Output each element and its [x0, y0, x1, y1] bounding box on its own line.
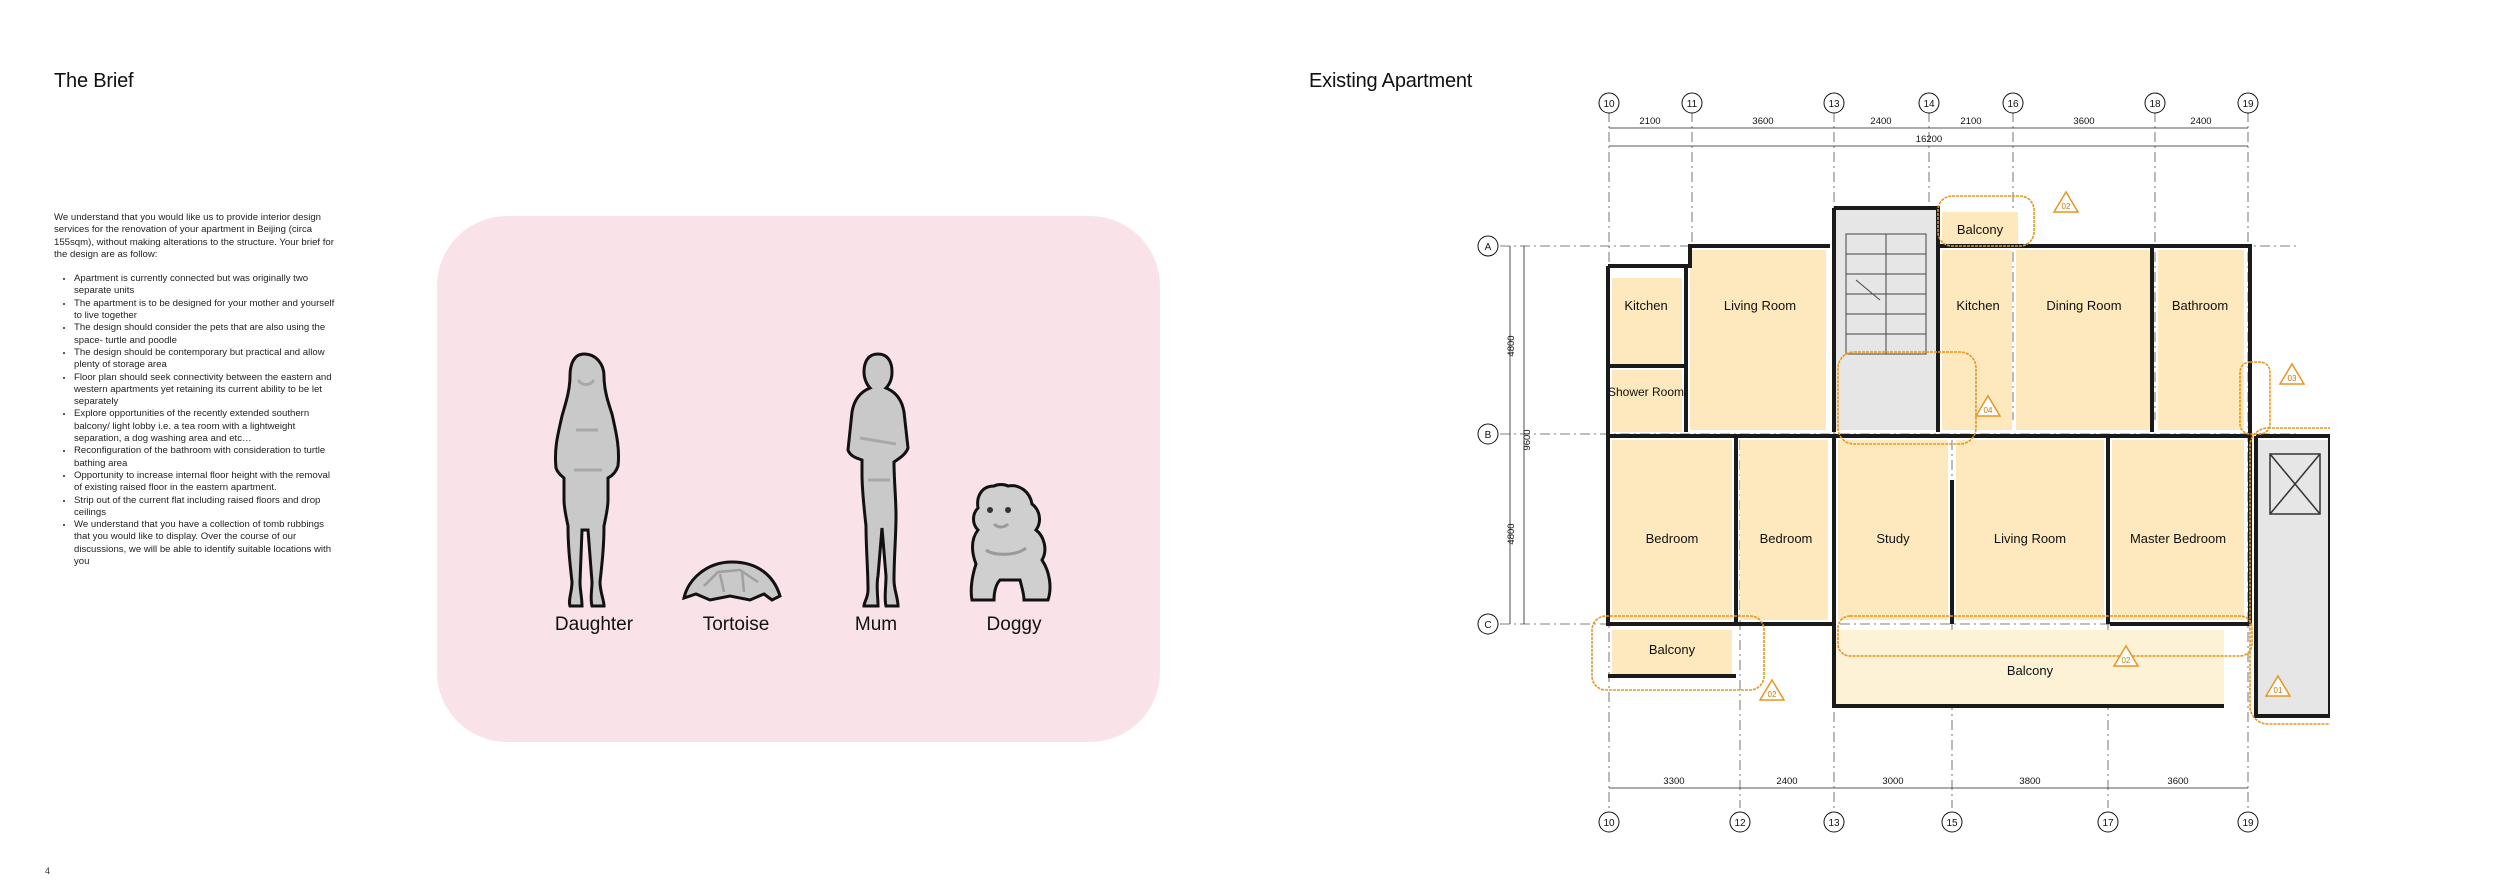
dimension-label: 3800 — [2019, 776, 2040, 787]
room-label: Bedroom — [1646, 531, 1699, 546]
dimension-label: 3300 — [1663, 776, 1684, 787]
brief-bullet: The apartment is to be designed for your… — [74, 298, 339, 323]
dimension-label: 3600 — [2073, 116, 2094, 127]
dimension-label: 3600 — [1752, 116, 1773, 127]
grid-bubble-label: 18 — [2149, 99, 2161, 110]
daughter-label: Daughter — [554, 614, 634, 635]
dimension-label: 2100 — [1960, 116, 1981, 127]
doggy-figure — [969, 483, 1052, 602]
tag-label: 02 — [2122, 656, 2131, 665]
brief-bullet: Apartment is currently connected but was… — [74, 273, 339, 298]
brief-title: The Brief — [54, 70, 134, 92]
existing-apartment-title: Existing Apartment — [1309, 70, 1473, 92]
tortoise-figure — [681, 560, 782, 602]
page-number: 4 — [45, 866, 51, 876]
dimension-label: 2100 — [1639, 116, 1660, 127]
brief-body: We understand that you would like us to … — [54, 212, 339, 568]
brief-bullet: Strip out of the current flat including … — [74, 495, 339, 520]
grid-bubble-label: 15 — [1946, 818, 1958, 829]
grid-bubble-label: 19 — [2242, 818, 2254, 829]
brief-bullet: Floor plan should seek connectivity betw… — [74, 372, 339, 409]
tag-label: 02 — [1768, 690, 1777, 699]
grid-bubble-label: 13 — [1828, 818, 1840, 829]
brief-bullet: The design should consider the pets that… — [74, 322, 339, 347]
grid-bubble-label: 10 — [1603, 99, 1615, 110]
grid-bubble-label: 17 — [2102, 818, 2114, 829]
grid-bubble-label: 10 — [1603, 818, 1615, 829]
occupants-panel — [437, 216, 1160, 742]
room-label: Study — [1876, 531, 1910, 546]
grid-bubble-label: 14 — [1923, 99, 1935, 110]
tag-label: 01 — [2274, 686, 2283, 695]
dimension-label: 2400 — [2190, 116, 2211, 127]
mum-figure — [846, 352, 910, 608]
tag-label: 02 — [2062, 202, 2071, 211]
dimension-label: 2400 — [1870, 116, 1891, 127]
grid-bubble-label: A — [1485, 242, 1492, 253]
brief-bullet: Reconfiguration of the bathroom with con… — [74, 445, 339, 470]
grid-bubble-label: 12 — [1734, 818, 1746, 829]
brief-intro: We understand that you would like us to … — [54, 212, 334, 260]
grid-bubble-label: 19 — [2242, 99, 2254, 110]
room-label: Balcony — [1957, 222, 2004, 237]
brief-bullet: Explore opportunities of the recently ex… — [74, 408, 339, 445]
room-label: Balcony — [2007, 663, 2054, 678]
room-label: Kitchen — [1956, 298, 1999, 313]
doggy-label: Doggy — [986, 614, 1042, 635]
room-label: Master Bedroom — [2130, 531, 2226, 546]
brief-bullet: We understand that you have a collection… — [74, 519, 339, 568]
tag-label: 04 — [1984, 406, 1993, 415]
mum-label: Mum — [854, 614, 898, 635]
grid-bubble-label: 16 — [2007, 99, 2019, 110]
brief-bullet: The design should be contemporary but pr… — [74, 347, 339, 372]
tortoise-label: Tortoise — [702, 614, 770, 635]
room-label: Living Room — [1724, 298, 1796, 313]
tag-label: 03 — [2288, 374, 2297, 383]
room-label: Bedroom — [1760, 531, 1813, 546]
room-label: Kitchen — [1624, 298, 1667, 313]
grid-bubble-label: 13 — [1828, 99, 1840, 110]
room-label: Living Room — [1994, 531, 2066, 546]
room-label: Bathroom — [2172, 298, 2228, 313]
grid-bubble-label: B — [1485, 430, 1492, 441]
dimension-label: 2400 — [1776, 776, 1797, 787]
brief-bullet: Opportunity to increase internal floor h… — [74, 470, 339, 495]
dimension-label: 4800 — [1506, 335, 1517, 356]
grid-bubble-label: 11 — [1687, 99, 1698, 110]
room-label: Dining Room — [2046, 298, 2121, 313]
dimension-label: 4800 — [1506, 523, 1517, 544]
dimension-label: 3000 — [1882, 776, 1903, 787]
overall-dimension-label: 16200 — [1916, 134, 1942, 145]
room-label: Shower Room — [1608, 385, 1684, 399]
room-label: Balcony — [1649, 642, 1696, 657]
brief-list: Apartment is currently connected but was… — [54, 273, 339, 568]
floor-plan: 02 04 03 02 02 01 Kitchen Living Room Sh… — [1477, 92, 2330, 833]
dimension-label: 3600 — [2167, 776, 2188, 787]
grid-bubble-label: C — [1484, 620, 1491, 631]
daughter-figure — [554, 352, 620, 608]
dimension-label: 9600 — [1522, 429, 1533, 450]
